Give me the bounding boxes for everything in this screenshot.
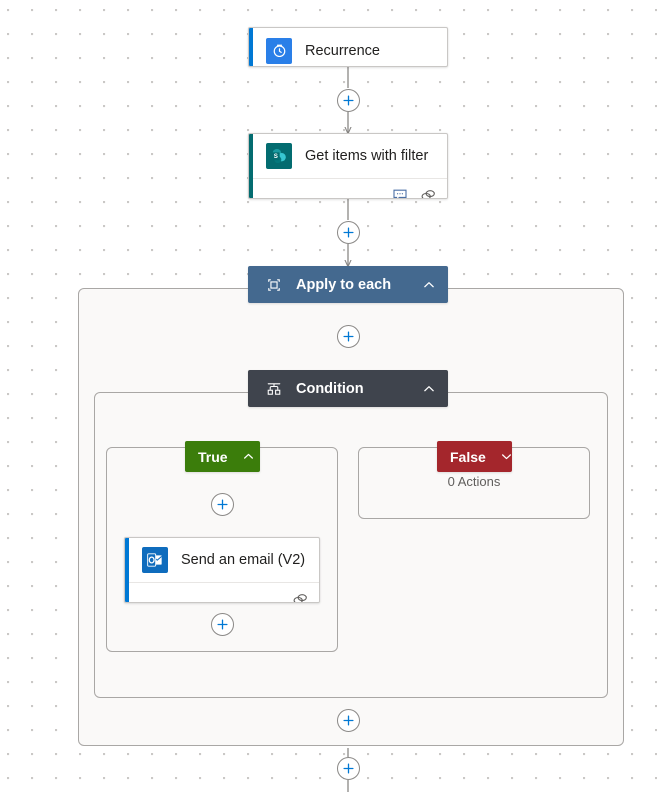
outlook-icon <box>142 547 168 573</box>
node-get-items-title: Get items with filter <box>305 148 429 164</box>
insert-button-apply-to-each-bottom[interactable] <box>337 709 360 732</box>
node-send-an-email-title: Send an email (V2) <box>181 552 306 568</box>
chevron-up-icon[interactable] <box>242 450 255 463</box>
branch-false-label: False <box>450 448 486 465</box>
peek-code-icon[interactable] <box>420 187 436 198</box>
node-apply-to-each-header[interactable]: Apply to each <box>248 266 448 303</box>
insert-button-flow-bottom[interactable] <box>337 757 360 780</box>
condition-branch-icon <box>265 380 283 398</box>
node-accent-stripe <box>125 538 129 602</box>
node-send-an-email[interactable]: Send an email (V2) <box>124 537 320 603</box>
insert-button-true-branch-top[interactable] <box>211 493 234 516</box>
branch-false-empty-label: 0 Actions <box>447 474 501 489</box>
chevron-up-icon[interactable] <box>422 382 436 396</box>
node-recurrence-title: Recurrence <box>305 42 380 59</box>
svg-text:S: S <box>274 153 278 160</box>
insert-button-after-get-items[interactable] <box>337 221 360 244</box>
node-accent-stripe <box>249 134 253 198</box>
branch-false-header[interactable]: False <box>437 441 512 472</box>
branch-true-header[interactable]: True <box>185 441 260 472</box>
node-condition-title: Condition <box>296 380 364 397</box>
node-accent-stripe <box>249 28 253 66</box>
chevron-up-icon[interactable] <box>422 278 436 292</box>
node-apply-to-each-title: Apply to each <box>296 276 392 293</box>
comment-icon[interactable] <box>392 187 408 198</box>
sharepoint-icon: S <box>266 143 292 169</box>
node-get-items-with-filter[interactable]: S Get items with filter <box>248 133 448 199</box>
node-send-an-email-header[interactable]: Send an email (V2) <box>125 538 319 583</box>
clock-icon <box>266 37 292 64</box>
chevron-down-icon[interactable] <box>500 450 513 463</box>
node-recurrence-header[interactable]: Recurrence <box>249 28 447 66</box>
insert-button-true-branch-bottom[interactable] <box>211 613 234 636</box>
insert-button-after-recurrence[interactable] <box>337 89 360 112</box>
node-send-an-email-footer <box>125 583 319 602</box>
node-recurrence[interactable]: Recurrence <box>248 27 448 67</box>
foreach-loop-icon <box>265 276 283 294</box>
node-get-items-footer <box>249 179 447 198</box>
node-condition-header[interactable]: Condition <box>248 370 448 407</box>
branch-true-label: True <box>198 448 228 465</box>
peek-code-icon[interactable] <box>292 591 308 602</box>
node-get-items-header[interactable]: S Get items with filter <box>249 134 447 179</box>
insert-button-inside-apply-to-each-top[interactable] <box>337 325 360 348</box>
